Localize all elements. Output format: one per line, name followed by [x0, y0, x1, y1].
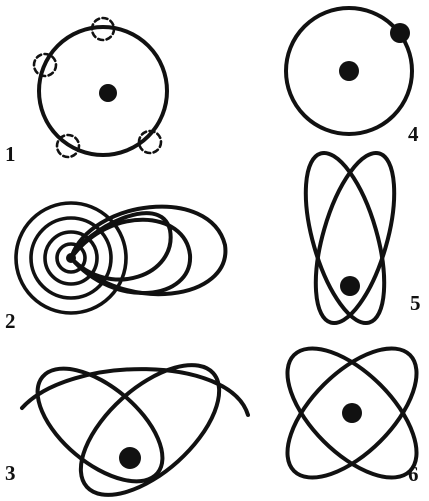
panel-label-6: 6 — [408, 462, 419, 486]
panel-4-nucleus — [339, 61, 359, 81]
panel-1-nucleus — [99, 84, 117, 102]
panel-1-atom-model — [34, 18, 167, 157]
panel-6-nucleus — [342, 403, 362, 423]
panel-label-3: 3 — [5, 461, 16, 485]
panel-4-electron — [390, 23, 410, 43]
panel-3-nucleus — [119, 447, 141, 469]
panel-label-2: 2 — [5, 309, 16, 333]
panel-3-atom-model — [18, 342, 248, 501]
panel-5-atom-model — [290, 145, 410, 332]
panel-label-4: 4 — [408, 122, 419, 146]
panel-6-atom-model — [266, 327, 429, 500]
panel-label-1: 1 — [5, 142, 16, 166]
panel-5-orbit — [300, 145, 410, 332]
panel-5-nucleus — [340, 276, 360, 296]
panel-5-orbit — [290, 145, 400, 332]
panel-label-5: 5 — [410, 291, 421, 315]
panel-2-atom-model — [16, 203, 225, 313]
panel-4-atom-model — [286, 8, 412, 134]
